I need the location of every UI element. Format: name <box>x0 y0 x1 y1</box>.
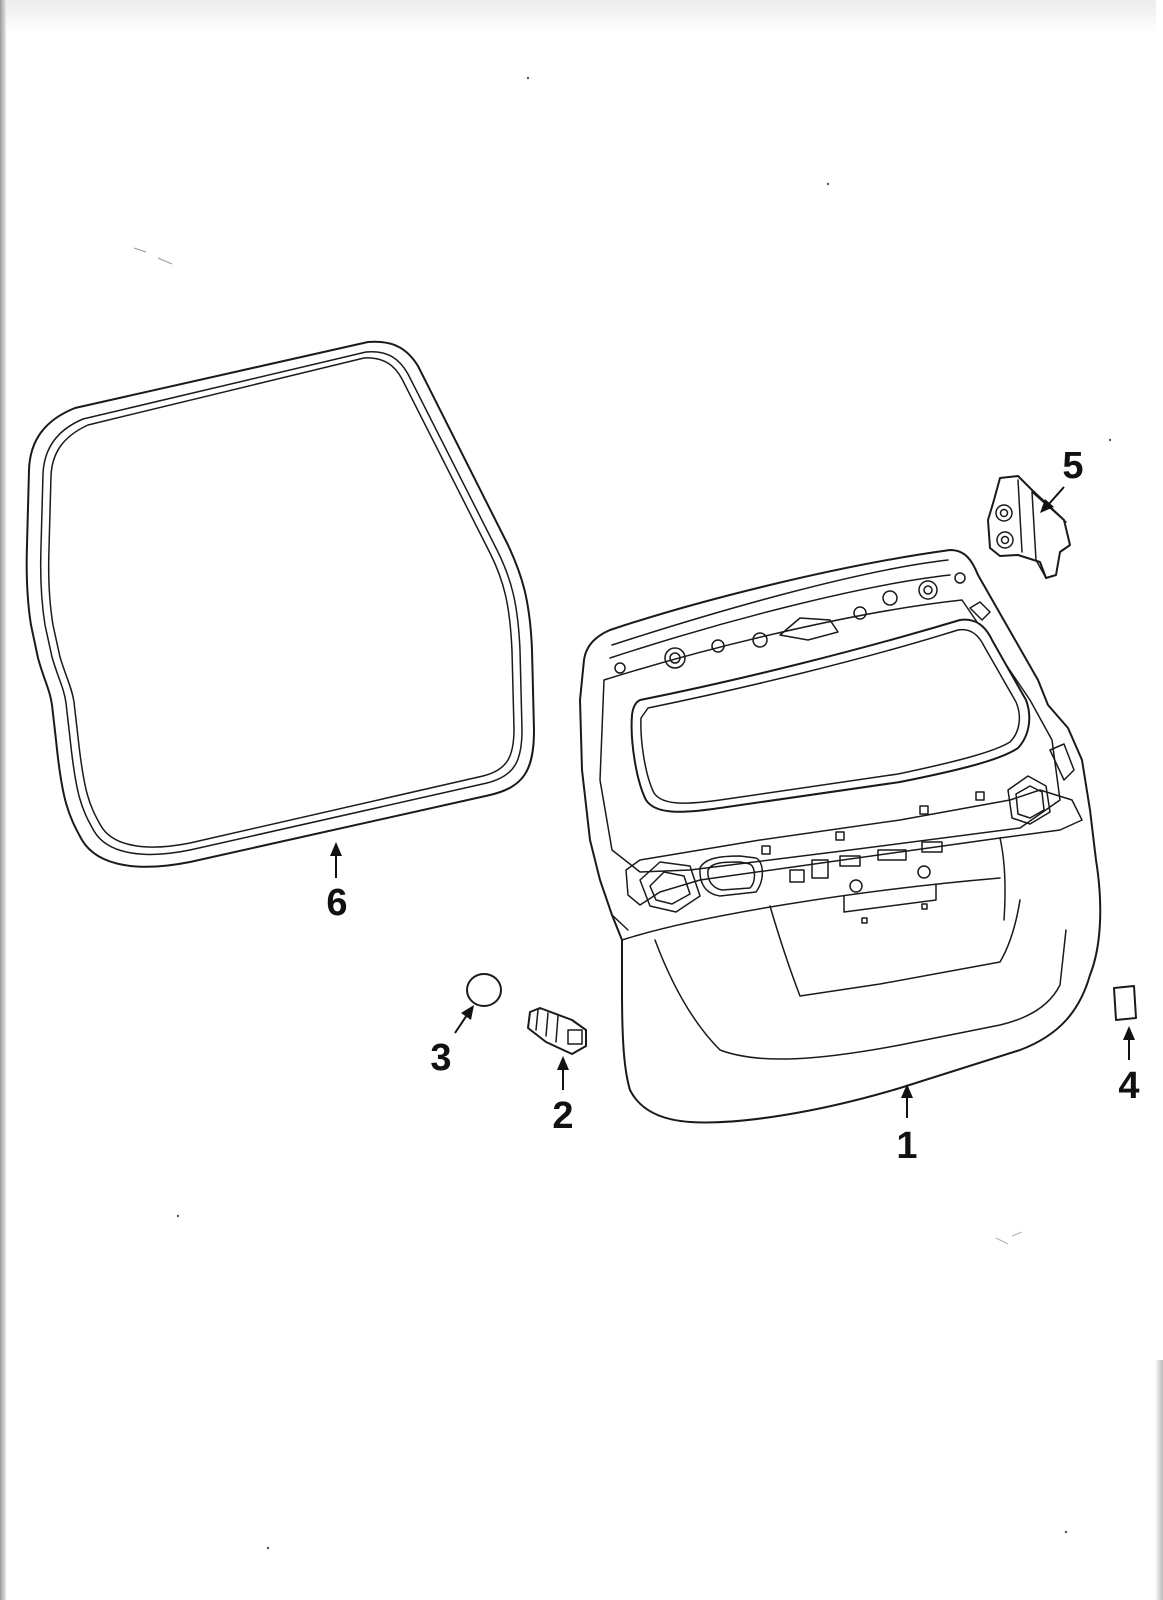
part-6-weatherstrip <box>25 340 535 868</box>
scan-left-shadow <box>0 0 6 1600</box>
part-2-bumper-cushion <box>527 1007 587 1055</box>
part-1-back-door <box>579 549 1102 1124</box>
scan-specks <box>133 76 1112 1550</box>
callout-3: 3 <box>430 1037 451 1079</box>
callout-2: 2 <box>552 1095 573 1137</box>
callout-6: 6 <box>326 882 347 924</box>
leader-1 <box>901 1084 913 1118</box>
leader-6 <box>330 842 342 878</box>
scan-right-shadow <box>1155 1360 1163 1600</box>
part-4-cushion-pad <box>1113 985 1137 1021</box>
callout-5: 5 <box>1062 445 1083 487</box>
part-5-hinge <box>987 475 1071 579</box>
callout-1: 1 <box>896 1125 917 1167</box>
leader-4 <box>1123 1026 1135 1060</box>
part-3-hole-plug <box>466 973 502 1007</box>
leader-3 <box>454 1005 474 1034</box>
leader-5 <box>1040 486 1065 513</box>
leader-2 <box>557 1056 569 1090</box>
scan-top-shadow <box>6 0 1156 34</box>
callout-4: 4 <box>1118 1065 1139 1107</box>
